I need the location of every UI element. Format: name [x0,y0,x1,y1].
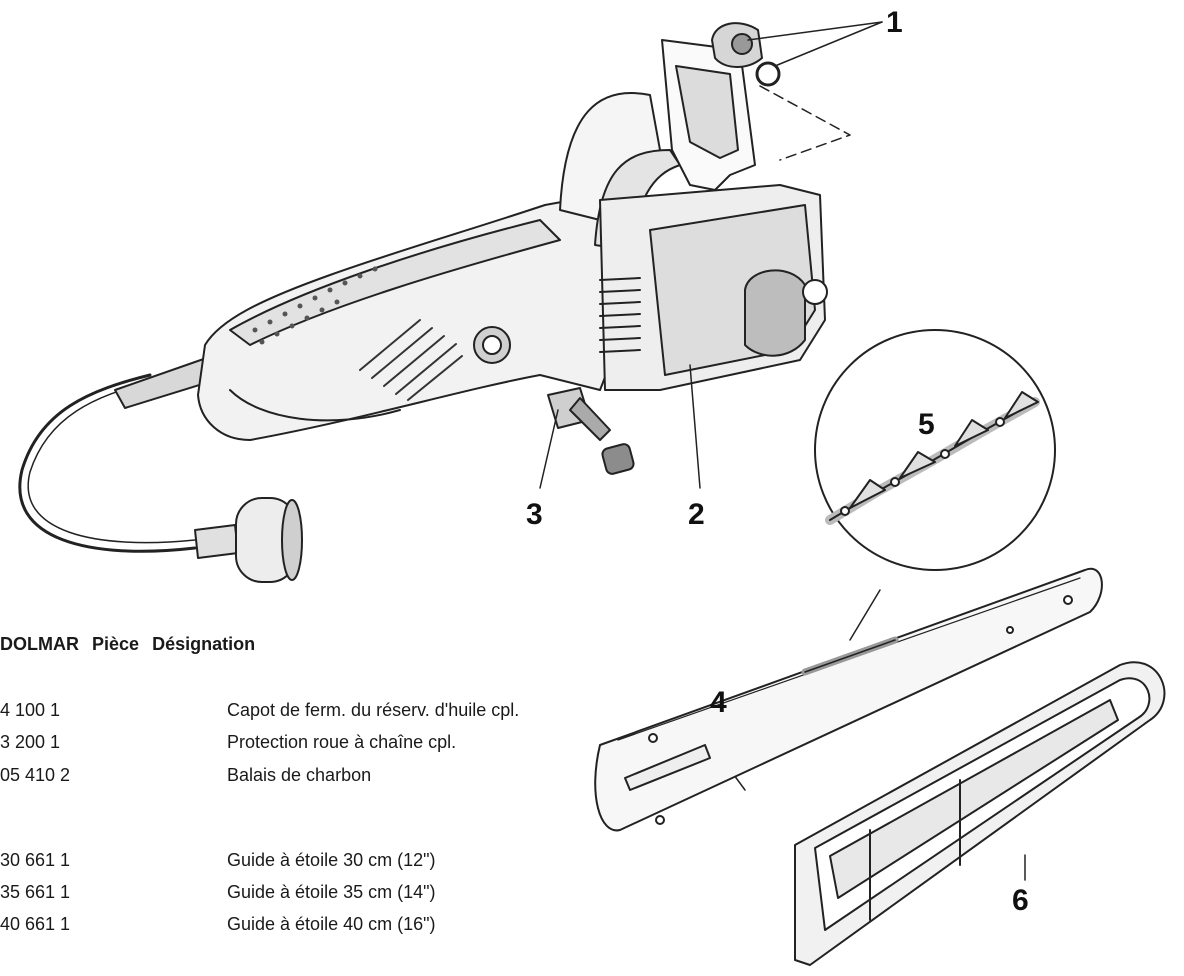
part-designation: Guide à étoile 35 cm (14") [227,882,436,902]
callout-3: 3 [526,498,543,531]
part-designation: Guide à étoile 30 cm (12") [227,850,436,870]
part-number: 35 661 1 [0,882,71,902]
leader-lines [539,21,1026,881]
part-designation: Balais de charbon [227,765,372,785]
part-number: 3 200 1 [0,732,61,752]
callout-6: 6 [1012,884,1029,917]
guide-bar [594,567,1103,832]
header-dolmar: DOLMAR [0,634,79,654]
part-designation: Capot de ferm. du réserv. d'huile cpl. [227,700,520,720]
power-cord [18,354,303,583]
bar-cover [794,661,1166,966]
part-number: 05 410 2 [0,765,71,785]
parts-table-header: DOLMAR Pièce Désignation [0,634,263,655]
callout-1: 1 [886,6,903,39]
part-number: 40 661 1 [0,914,71,934]
callout-4: 4 [710,686,727,719]
part-designation: Guide à étoile 40 cm (16") [227,914,436,934]
callout-5: 5 [918,408,935,441]
part-number: 4 100 1 [0,700,61,720]
part-designation: Protection roue à chaîne cpl. [227,732,457,752]
header-piece: Pièce [92,634,140,654]
chainsaw-body [197,194,636,441]
oil-tank-cap [711,22,851,161]
callout-2: 2 [688,498,705,531]
chain-cover [599,184,828,391]
part-number: 30 661 1 [0,850,71,870]
carbon-brush [547,387,635,475]
header-designation: Désignation [152,634,256,654]
chain-detail-circle [814,329,1056,571]
